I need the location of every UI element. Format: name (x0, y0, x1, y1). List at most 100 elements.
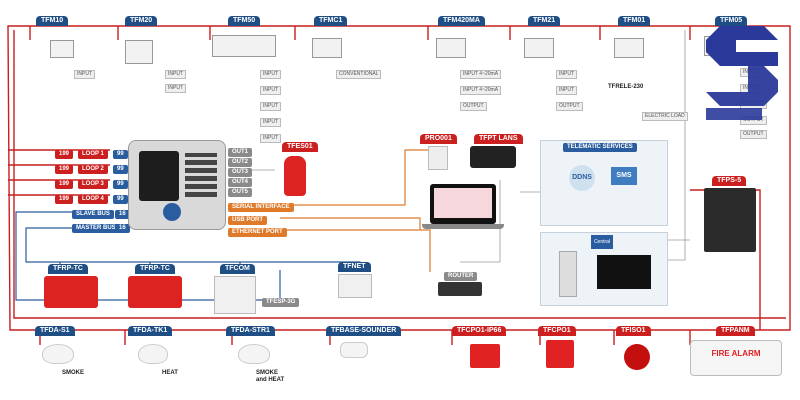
module-tfm50-out3: INPUT (260, 102, 281, 111)
loop-1-addr: 99 (113, 150, 128, 159)
central-icon: Central (591, 235, 613, 249)
tfnet-module[interactable] (338, 274, 372, 298)
module-tag-tfmc1: TFMC1 (314, 16, 348, 26)
brand-logo-icon (706, 26, 778, 120)
central-monitor[interactable] (597, 255, 651, 289)
sms-icon: SMS (611, 167, 637, 185)
port-wiring (280, 149, 432, 272)
tfesp-label: TFESP-3G (262, 298, 300, 307)
loop-3-addr: 99 (113, 180, 128, 189)
ethernet-port[interactable]: ETHERNET PORT (228, 228, 287, 237)
base-sounder[interactable] (340, 342, 368, 358)
module-tag-tfm05: TFM05 (715, 16, 748, 26)
loop-2-addr: 99 (113, 165, 128, 174)
printer-2-tag: TFPT LANS (474, 134, 523, 144)
power-supply[interactable] (704, 188, 756, 252)
module-tfm21[interactable] (524, 38, 554, 58)
control-panel[interactable] (128, 140, 226, 230)
usb-port[interactable]: USB PORT (228, 216, 268, 225)
module-tfmc1-out1: CONVENTIONAL (336, 70, 382, 79)
loop-4-count: 199 (55, 195, 74, 204)
smoke-caption: SMOKE (62, 370, 85, 376)
tfes01-siren[interactable] (284, 156, 306, 196)
slave-bus-label: SLAVE BUS (72, 210, 114, 219)
module-tfm10[interactable] (50, 40, 74, 58)
repeater-1[interactable] (44, 276, 98, 308)
isolator-beacon[interactable] (624, 344, 650, 370)
module-tag-tfm50: TFM50 (228, 16, 261, 26)
fire-alarm-text: FIRE ALARM (711, 349, 761, 358)
repeater-2[interactable] (128, 276, 182, 308)
router-label: ROUTER (444, 272, 478, 281)
module-tfm50-out5: INPUT (260, 134, 281, 143)
call-point[interactable] (546, 340, 574, 368)
module-tfm20[interactable] (125, 40, 153, 64)
bottom-tag-tfcpo1: TFCPO1 (538, 326, 576, 336)
module-tag-tfm21: TFM21 (528, 16, 561, 26)
repeater-2-tag: TFRP-TC (135, 264, 175, 274)
bottom-tag-tfbase-sounder: TFBASE-SOUNDER (326, 326, 402, 336)
module-tfm420ma[interactable] (436, 38, 466, 58)
electric-load-label: ELECTRIC LOAD (642, 112, 688, 121)
printer-2[interactable] (470, 146, 516, 168)
tfrele-label: TFRELE-230 (608, 84, 644, 90)
call-point-ip66[interactable] (470, 344, 500, 368)
module-tfm50-out2: INPUT (260, 86, 281, 95)
serial-interface-port[interactable]: SERIAL INTERFACE (228, 203, 294, 212)
master-bus-addr: 16 (115, 224, 130, 233)
loop-1-label: LOOP 1 (78, 150, 108, 159)
loop-4-addr: 99 (113, 195, 128, 204)
module-tfm420ma-out1: INPUT 4~20mA (460, 70, 502, 79)
laptop[interactable] (430, 184, 496, 224)
loop-2-label: LOOP 2 (78, 165, 108, 174)
bottom-tag-tfcpo1-ip66: TFCPO1-IP66 (452, 326, 507, 336)
module-tag-tfm01: TFM01 (618, 16, 651, 26)
tfes01-tag: TFES01 (282, 142, 318, 152)
master-bus-label: MASTER BUS (72, 224, 120, 233)
bottom-tag-tfiso1: TFISO1 (616, 326, 651, 336)
printer-1-tag: PRO001 (420, 134, 457, 144)
heat-detector[interactable] (138, 344, 168, 364)
loop-4-label: LOOP 4 (78, 195, 108, 204)
fire-alarm-panel-sign[interactable]: FIRE ALARM (690, 340, 782, 376)
panel-display (139, 151, 179, 201)
tfnet-tag: TFNET (338, 262, 371, 272)
module-tfm21-out2: INPUT (556, 86, 577, 95)
router[interactable] (438, 282, 482, 296)
module-tag-tfm420ma: TFM420MA (438, 16, 485, 26)
central-box: Central (540, 232, 668, 306)
bottom-tag-tfda-str1: TFDA-STR1 (226, 326, 275, 336)
module-tfmc1[interactable] (312, 38, 342, 58)
laptop-base (422, 224, 504, 229)
telematic-title: TELEMATIC SERVICES (563, 143, 637, 152)
module-tfm01[interactable] (614, 38, 644, 58)
module-tfm420ma-out3: OUTPUT (460, 102, 487, 111)
loop-2-count: 199 (55, 165, 74, 174)
module-tfm20-out1: INPUT (165, 70, 186, 79)
smoke-heat-detector[interactable] (238, 344, 270, 364)
loop-wiring (7, 25, 791, 345)
printer-1[interactable] (428, 146, 448, 170)
bottom-tag-tfpanm: TFPANM (716, 326, 755, 336)
module-tfm21-out1: INPUT (556, 70, 577, 79)
smoke-detector[interactable] (42, 344, 74, 364)
bottom-tag-tfda-s1: TFDA-S1 (35, 326, 75, 336)
panel-out-1: OUT1 (228, 148, 253, 157)
panel-keypad[interactable] (185, 153, 217, 197)
module-tfm420ma-out2: INPUT 4~20mA (460, 86, 502, 95)
telematic-services-box: TELEMATIC SERVICES DDNS SMS (540, 140, 668, 226)
module-tfm20-out2: INPUT (165, 84, 186, 93)
module-tfm50[interactable] (212, 35, 276, 57)
module-tfm50-out4: INPUT (260, 118, 281, 127)
module-tfm50-out1: INPUT (260, 70, 281, 79)
module-tag-tfm10: TFM10 (36, 16, 69, 26)
heat-caption: HEAT (162, 370, 178, 376)
tfcom-module[interactable] (214, 276, 256, 314)
module-tfm05-out5: OUTPUT (740, 130, 767, 139)
server-tower (559, 251, 577, 297)
loop-3-count: 199 (55, 180, 74, 189)
smoke-heat-caption: SMOKE and HEAT (256, 370, 285, 383)
repeater-1-tag: TFRP-TC (48, 264, 88, 274)
panel-logo-icon (163, 203, 181, 221)
